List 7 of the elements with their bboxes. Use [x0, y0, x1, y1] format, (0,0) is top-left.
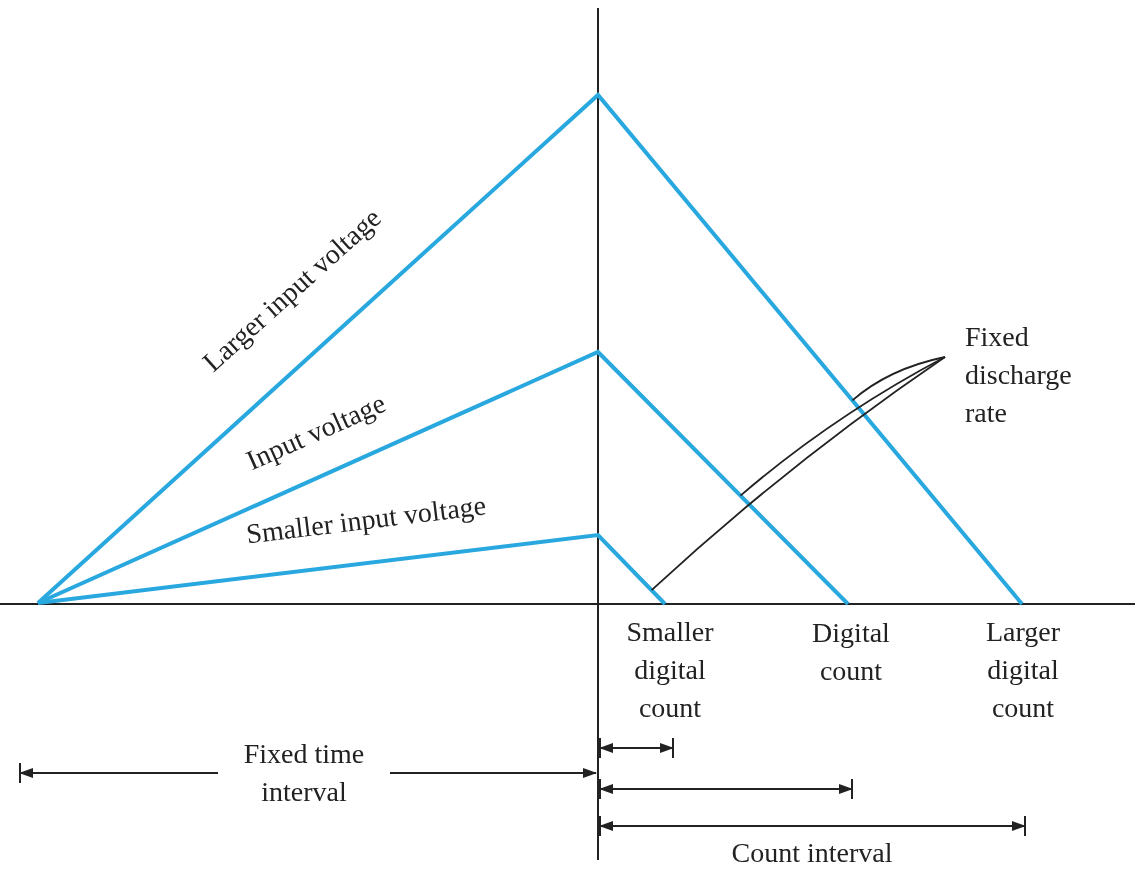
- leader-line: [851, 356, 946, 402]
- ramp-label: Input voltage: [240, 386, 391, 478]
- leader-line: [739, 356, 946, 497]
- dimension-label: Count interval: [731, 836, 893, 869]
- callout-text: Fixed discharge rate: [965, 318, 1115, 432]
- ramp-label: Smaller input voltage: [244, 488, 488, 552]
- leader-line: [650, 356, 946, 592]
